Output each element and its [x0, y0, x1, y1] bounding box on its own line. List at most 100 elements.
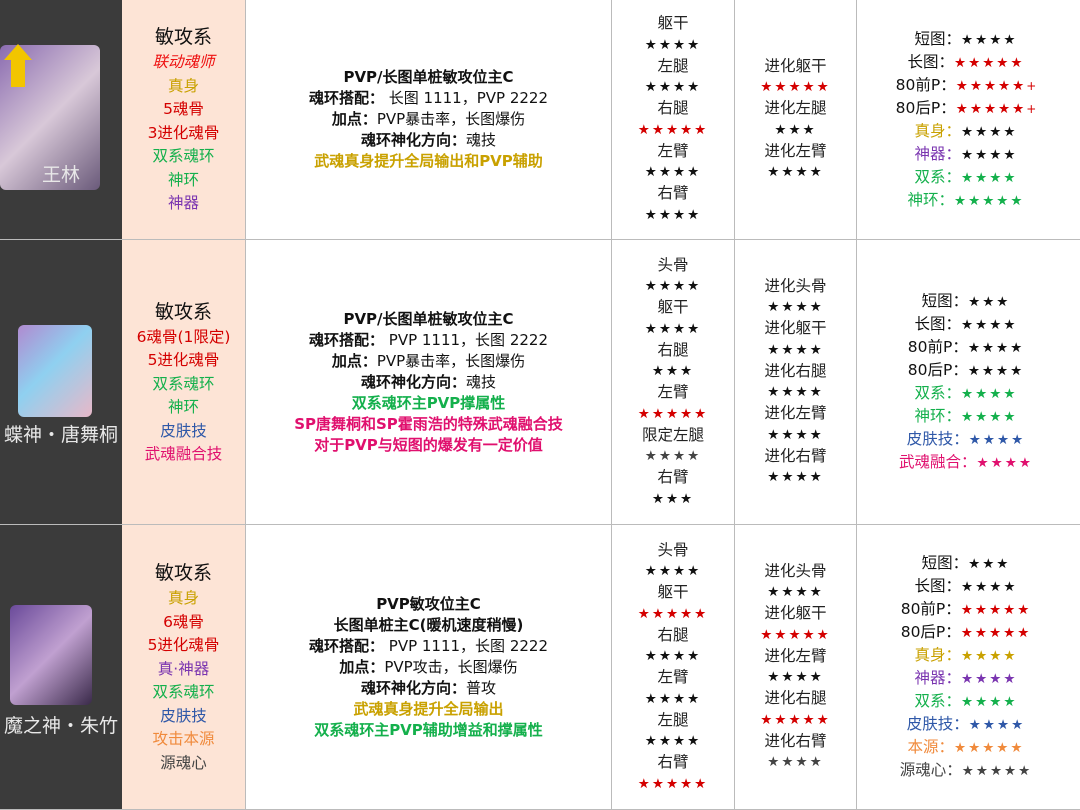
description-label: 魂环神化方向： [360, 678, 466, 697]
star-rating-icon: ★★★★★ [960, 602, 1032, 618]
character-class: 敏攻系 [154, 562, 212, 584]
rating-label: 真身： [914, 121, 962, 140]
star-rating-icon: ★★★★★ [637, 121, 709, 138]
star-rating-icon: ★★★★ [644, 278, 702, 294]
description-line: 魂环搭配： PVP 1111，长图 2222 [309, 330, 548, 351]
rating-label: 本源： [907, 738, 954, 756]
star-rating-icon: ★★★★ [961, 409, 1018, 425]
rating-label: 神器： [914, 144, 962, 163]
description-line: SP唐舞桐和SP霍雨浩的特殊武魂融合技 [294, 414, 563, 433]
rating-line: 80后P：★★★★ [908, 359, 1025, 382]
star-rating-icon: ★★★★★ [637, 605, 709, 622]
rating-line: 长图：★★★★ [915, 313, 1018, 336]
star-rating-icon: ★★★★ [961, 123, 1018, 140]
star-rating-icon: ★★★★ [644, 448, 702, 464]
description-label: 魂环搭配： [308, 636, 384, 655]
bone-part-label: 进化躯干 [764, 604, 827, 623]
bone-part-label: 左腿 [657, 56, 689, 75]
description-value: 普攻 [466, 678, 497, 697]
star-rating-icon: ★★★★ [767, 754, 824, 771]
description-line: 武魂真身提升全局输出 [353, 699, 504, 718]
plus-mark: + [1026, 78, 1037, 93]
rating-label: 双系： [914, 692, 962, 710]
rating-line: 短图：★★★ [922, 290, 1011, 313]
bone-part-label: 进化头骨 [764, 276, 827, 295]
bone-part-label: 限定左腿 [641, 425, 704, 444]
rating-line: 神器：★★★★ [915, 667, 1018, 690]
rating-line: 双系：★★★★ [915, 690, 1018, 713]
star-rating-icon: ★★★★ [968, 717, 1026, 733]
star-rating-icon: ★★★★★ [954, 740, 1025, 756]
description-value: 长图 1111，PVP 2222 [384, 89, 549, 107]
star-rating-icon: ★★★★ [767, 164, 824, 181]
character-tag: 源魂心 [160, 753, 207, 772]
bone-part-label: 进化躯干 [764, 319, 827, 338]
rating-label: 长图： [914, 577, 962, 595]
star-rating-icon: ★★★★★ [960, 625, 1032, 641]
rating-label: 80前P： [895, 75, 956, 94]
star-rating-icon: ★★★ [774, 121, 817, 138]
bone-part-label: 右腿 [657, 340, 689, 359]
star-rating-icon: ★★★★ [767, 426, 824, 443]
up-arrow-icon [4, 44, 32, 60]
star-rating-icon: ★★★★ [767, 669, 824, 686]
rating-line: 80后P：★★★★★+ [896, 97, 1037, 120]
character-tag: 真·神器 [157, 659, 210, 678]
rating-line: 80前P：★★★★★ [901, 598, 1032, 621]
rating-line: 短图：★★★★ [915, 28, 1018, 51]
description-label: 魂环搭配： [308, 330, 384, 349]
rating-label: 短图： [921, 292, 969, 310]
character-portrait-cell: 魔之神・朱竹 [0, 525, 122, 809]
description-label: 魂环神化方向： [360, 131, 466, 149]
rating-line: 神环：★★★★ [915, 405, 1018, 428]
rating-label: 神环： [914, 407, 962, 425]
bone-part-label: 头骨 [657, 255, 689, 274]
rating-line: 神环：★★★★★ [907, 189, 1024, 212]
rating-line: 武魂融合：★★★★ [899, 451, 1033, 474]
star-rating-icon: ★★★★★ [637, 775, 709, 792]
bone-part-label: 进化右臂 [764, 446, 827, 465]
star-rating-icon: ★★★★ [644, 206, 702, 223]
description-value: PVP攻击，长图爆伤 [384, 657, 518, 676]
star-rating-icon: ★★★★ [961, 671, 1018, 687]
bone-part-label: 右臂 [657, 753, 689, 771]
character-avatar [10, 605, 92, 705]
rating-label: 长图： [907, 52, 954, 71]
star-rating-icon: ★★★★★ [954, 54, 1025, 71]
bone-part-label: 右腿 [657, 625, 689, 644]
rating-line: 双系：★★★★ [915, 166, 1018, 189]
rating-label: 皮肤技： [906, 715, 969, 733]
ratings-cell: 短图：★★★长图：★★★★80前P：★★★★★80后P：★★★★★真身：★★★★… [857, 525, 1075, 809]
description-line: 魂环神化方向：魂技 [361, 372, 496, 393]
rating-line: 80前P：★★★★ [908, 336, 1025, 359]
star-rating-icon: ★★★★ [767, 584, 824, 601]
bone-part-label: 进化左腿 [764, 99, 827, 118]
evolved-bone-cell: 进化躯干★★★★★进化左腿★★★进化左臂★★★★ [735, 0, 857, 239]
star-rating-icon: ★★★★ [961, 146, 1018, 163]
character-avatar [18, 325, 92, 417]
bone-part-label: 进化右腿 [764, 361, 827, 380]
description-line: PVP/长图单桩敏攻位主C [343, 309, 514, 328]
description-line: PVP敏攻位主C [376, 594, 481, 613]
bone-part-label: 右臂 [657, 468, 689, 486]
star-rating-icon: ★★★★ [961, 694, 1018, 710]
rating-label: 源魂心： [899, 761, 962, 779]
description-value: 魂技 [466, 372, 497, 391]
star-rating-icon: ★★★★ [644, 36, 702, 53]
character-tag: 3进化魂骨 [147, 123, 220, 142]
rating-line: 短图：★★★ [922, 552, 1011, 575]
description-label: 魂环神化方向： [360, 372, 466, 391]
character-tag: 皮肤技 [160, 706, 207, 725]
character-tag: 真身 [167, 76, 199, 95]
star-rating-icon: ★★★★★ [637, 405, 709, 422]
description-line: 对于PVP与短图的爆发有一定价值 [314, 435, 543, 454]
star-rating-icon: ★★★★ [644, 320, 702, 337]
rating-label: 皮肤技： [906, 430, 969, 448]
description-line: PVP/长图单桩敏攻位主C [343, 68, 514, 86]
star-rating-icon: ★★★★ [961, 579, 1018, 595]
description-value: PVP暴击率，长图爆伤 [376, 110, 526, 128]
